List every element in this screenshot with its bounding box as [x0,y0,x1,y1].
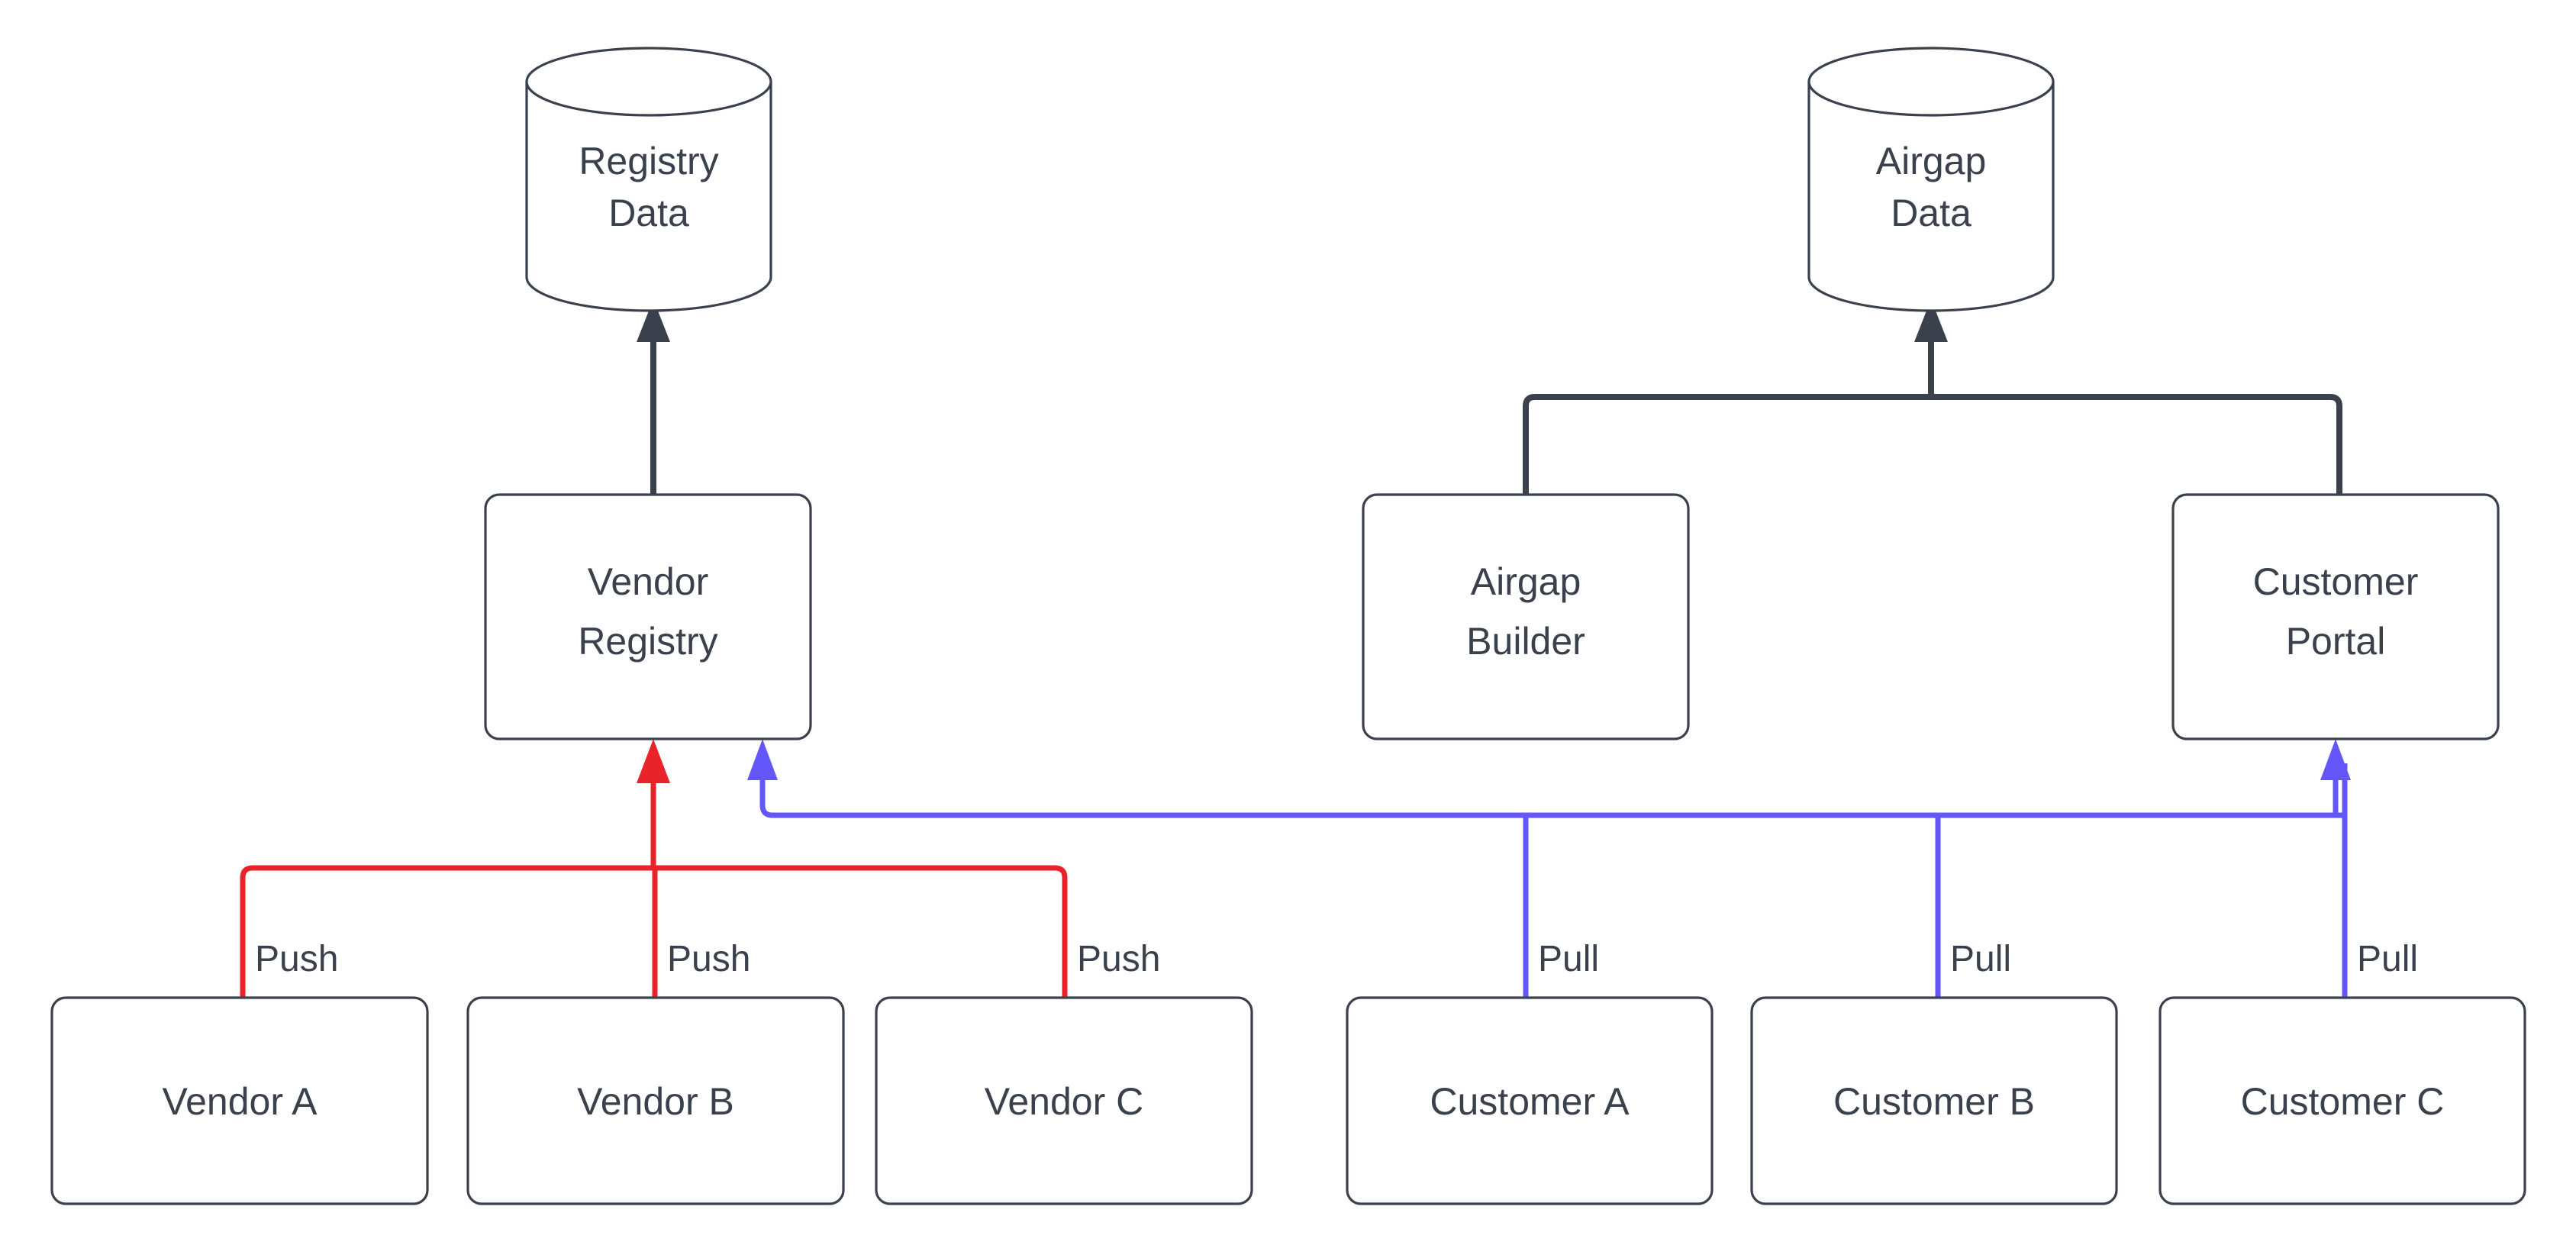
customer-b-label: Customer B [1833,1080,2035,1123]
node-vendor-c[interactable]: Vendor C [875,996,1253,1205]
node-vendor-a[interactable]: Vendor A [50,996,429,1205]
airgap-data-label-line1: Airgap [1876,140,1987,182]
customer-portal-label-line2: Portal [2286,620,2386,663]
edge-vendor-registry-to-registry-data [637,299,670,495]
vendor-a-label: Vendor A [163,1080,318,1123]
node-registry-data[interactable]: Registry Data [525,47,772,312]
edge-fork-to-airgap-data [1914,299,1948,397]
edge-airgap-builder-to-airgap-data [1523,394,1931,495]
node-customer-c[interactable]: Customer C [2158,996,2526,1205]
edge-label-push-vendor-a: Push [255,939,338,979]
registry-data-label-line1: Registry [579,140,718,182]
vendor-registry-label-line2: Registry [578,620,717,663]
edge-label-pull-customer-b: Pull [1950,939,2011,979]
airgap-data-label-line2: Data [1891,192,1971,234]
airgap-builder-label-line1: Airgap [1471,560,1581,603]
vendor-registry-label-line1: Vendor [588,560,708,603]
vendor-b-label: Vendor B [577,1080,734,1123]
node-airgap-data[interactable]: Airgap Data [1807,47,2055,312]
edge-label-push-vendor-b: Push [667,939,750,979]
node-customer-b[interactable]: Customer B [1750,996,2118,1205]
node-customer-portal[interactable]: Customer Portal [2171,493,2500,740]
edge-label-pull-customer-c: Pull [2357,939,2418,979]
edge-customer-portal-to-airgap-data [1931,394,2342,495]
node-customer-a[interactable]: Customer A [1346,996,1714,1205]
edge-push-bus [240,739,1068,998]
edge-customer-c-to-customer-portal [2320,739,2351,998]
vendor-c-label: Vendor C [985,1080,1143,1123]
customer-a-label: Customer A [1430,1080,1630,1123]
node-vendor-registry[interactable]: Vendor Registry [484,493,812,740]
node-airgap-builder[interactable]: Airgap Builder [1362,493,1690,740]
airgap-builder-label-line2: Builder [1466,620,1585,663]
edge-pull-bus [747,739,2345,998]
registry-data-label-line2: Data [608,192,689,234]
node-vendor-b[interactable]: Vendor B [466,996,845,1205]
edge-label-pull-customer-a: Pull [1538,939,1599,979]
customer-c-label: Customer C [2241,1080,2445,1123]
edge-label-push-vendor-c: Push [1077,939,1160,979]
customer-portal-label-line1: Customer [2253,560,2419,603]
